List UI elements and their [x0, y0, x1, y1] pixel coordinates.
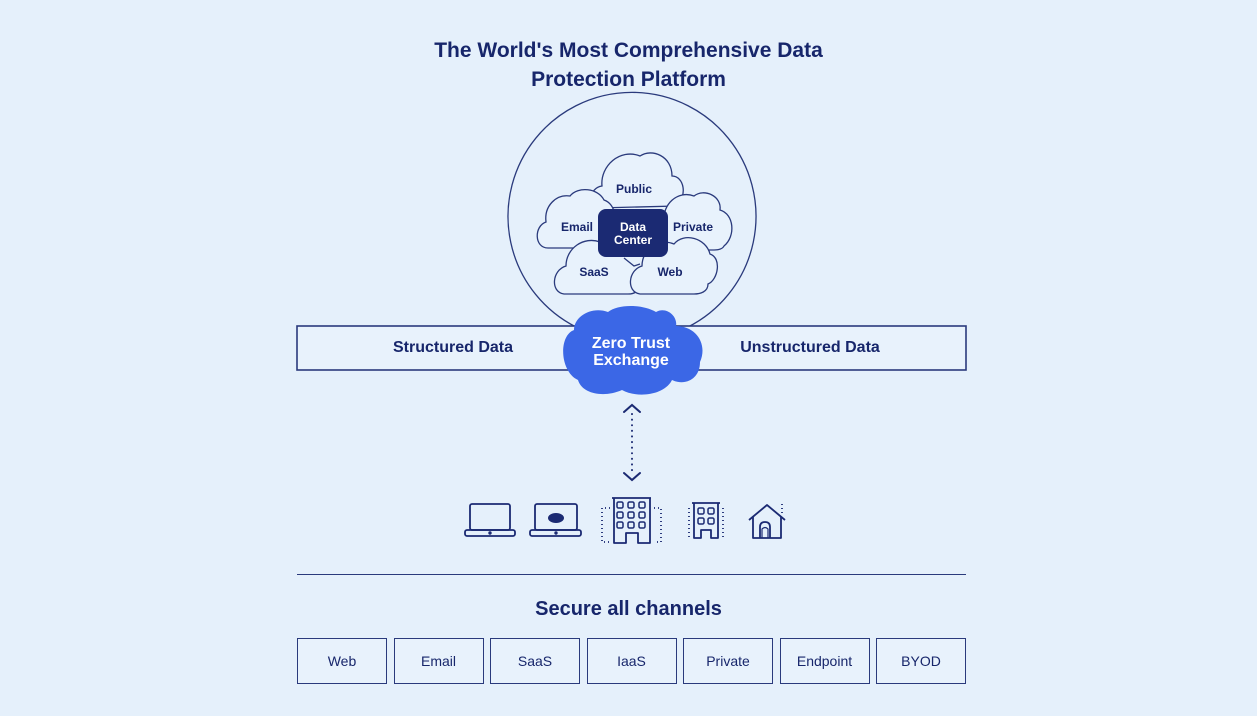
laptop-icon [464, 503, 516, 537]
public-cloud-icon [590, 152, 684, 209]
secure-channels-heading: Secure all channels [535, 598, 722, 620]
channel-iaas[interactable]: IaaS [586, 638, 677, 684]
bidirectional-arrow-icon [623, 403, 641, 482]
cloud-label-private: Private [672, 220, 714, 234]
data-center-line-1: Data [619, 220, 647, 234]
managed-laptop-icon [529, 503, 582, 537]
cloud-label-web: Web [657, 265, 683, 279]
cloud-label-saas: SaaS [579, 265, 609, 279]
headquarters-building-icon [601, 497, 662, 544]
title-line-1: The World's Most Comprehensive Data [434, 39, 823, 62]
channel-email[interactable]: Email [393, 638, 484, 684]
data-center-box [598, 209, 668, 257]
zero-trust-line-2: Exchange [593, 352, 669, 369]
channel-list: Web Email SaaS IaaS Private Endpoint BYO… [297, 638, 966, 684]
title-line-2: Protection Platform [531, 68, 726, 91]
zero-trust-exchange-label: Zero Trust Exchange [592, 335, 670, 369]
channel-private[interactable]: Private [683, 638, 773, 684]
zero-trust-cloud-icon [563, 306, 703, 395]
channel-web[interactable]: Web [297, 638, 387, 684]
channel-byod[interactable]: BYOD [876, 638, 966, 684]
section-divider [297, 574, 966, 575]
home-icon [748, 504, 786, 539]
zero-trust-line-1: Zero Trust [591, 335, 671, 352]
channel-endpoint[interactable]: Endpoint [779, 638, 870, 684]
unstructured-data-label: Unstructured Data [740, 339, 880, 356]
data-center-label: Data Center [614, 221, 652, 247]
data-center-line-2: Center [613, 233, 653, 247]
branch-building-icon [688, 502, 724, 539]
cloud-label-public: Public [615, 182, 653, 196]
channel-saas[interactable]: SaaS [490, 638, 580, 684]
cloud-dome [507, 91, 757, 328]
page-title: The World's Most Comprehensive Data Prot… [0, 36, 1257, 94]
structured-data-label: Structured Data [392, 339, 514, 356]
cloud-label-email: Email [560, 220, 594, 234]
